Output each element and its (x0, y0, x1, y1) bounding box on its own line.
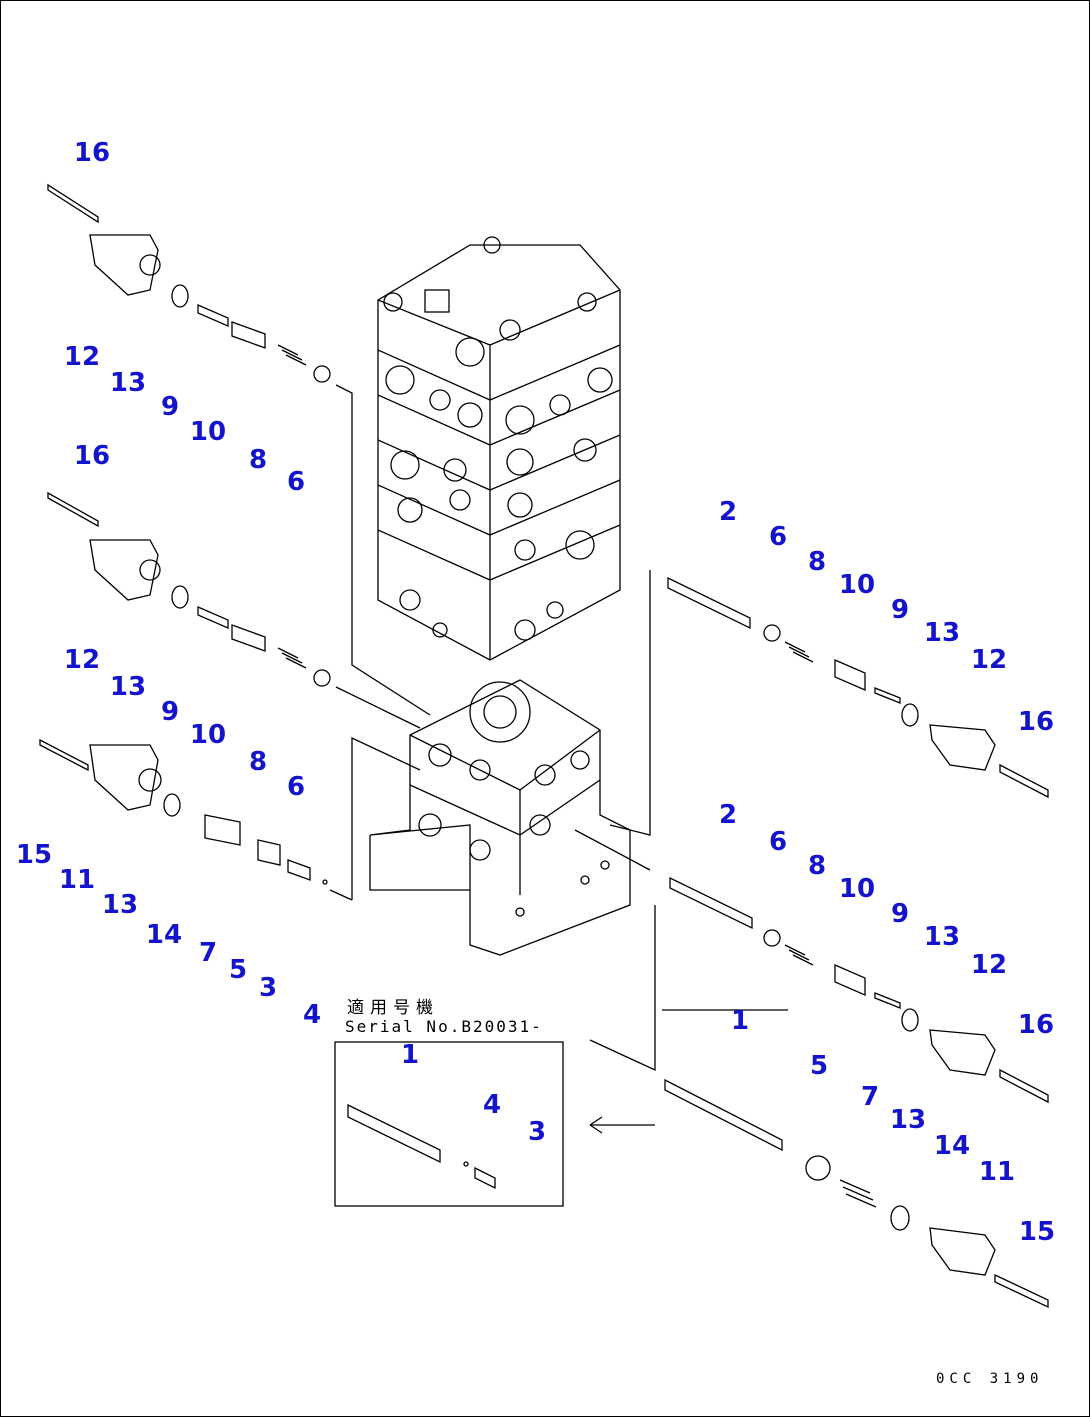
callout-c13-f: 13 (889, 1105, 927, 1135)
serial-inset-title: 適用号機 (347, 998, 439, 1018)
callout-c11-a: 11 (58, 865, 96, 895)
callout-c13-b: 13 (109, 672, 147, 702)
callout-c12-a: 12 (63, 342, 101, 372)
callout-c7-b: 7 (860, 1082, 880, 1112)
callout-c9-c: 9 (890, 595, 910, 625)
callout-c10-c: 10 (838, 570, 876, 600)
callout-c15-a: 15 (15, 840, 53, 870)
callout-c8-b: 8 (248, 747, 268, 777)
callout-c1-a: 1 (730, 1006, 750, 1036)
callout-c13-a: 13 (109, 368, 147, 398)
callout-c16-a: 16 (73, 138, 111, 168)
callout-c5-a: 5 (228, 955, 248, 985)
connection-lines (329, 384, 788, 1134)
callout-c10-d: 10 (838, 874, 876, 904)
right-upper-parts (667, 576, 1049, 799)
callout-c10-a: 10 (189, 417, 227, 447)
control-valve-lower-block (369, 679, 631, 956)
left-lower-parts (39, 738, 328, 885)
right-lower-parts (664, 1078, 1049, 1309)
callout-c16-b: 16 (73, 441, 111, 471)
callout-c6-b: 6 (286, 772, 306, 802)
callout-c8-a: 8 (248, 445, 268, 475)
callout-c6-a: 6 (286, 467, 306, 497)
callout-c6-d: 6 (768, 827, 788, 857)
callout-c7-a: 7 (198, 938, 218, 968)
control-valve-upper-block (377, 236, 621, 661)
callout-c1-b: 1 (400, 1040, 420, 1070)
drawing-code-label: 0CC 3190 (936, 1371, 1044, 1387)
callout-c2-a: 2 (718, 497, 738, 527)
callout-c5-b: 5 (809, 1051, 829, 1081)
callout-c13-e: 13 (923, 922, 961, 952)
callout-c12-b: 12 (63, 645, 101, 675)
callout-c9-a: 9 (160, 392, 180, 422)
callout-c9-b: 9 (160, 697, 180, 727)
serial-inset-box (334, 1041, 564, 1207)
callout-c14-b: 14 (933, 1131, 971, 1161)
callout-c2-b: 2 (718, 800, 738, 830)
callout-c8-c: 8 (807, 547, 827, 577)
callout-c8-d: 8 (807, 851, 827, 881)
left-middle-parts (47, 491, 331, 687)
callout-c4-b: 4 (482, 1090, 502, 1120)
callout-c6-c: 6 (768, 522, 788, 552)
callout-c3-b: 3 (527, 1117, 547, 1147)
callout-c13-d: 13 (923, 618, 961, 648)
callout-c11-b: 11 (978, 1157, 1016, 1187)
callout-c16-c: 16 (1017, 707, 1055, 737)
callout-c9-d: 9 (890, 899, 910, 929)
callout-c10-b: 10 (189, 720, 227, 750)
callout-c14-a: 14 (145, 920, 183, 950)
callout-c4-a: 4 (302, 1000, 322, 1030)
right-middle-parts (669, 876, 1049, 1104)
callout-c15-b: 15 (1018, 1217, 1056, 1247)
callout-c13-c: 13 (101, 890, 139, 920)
callout-c12-d: 12 (970, 950, 1008, 980)
callout-c12-c: 12 (970, 645, 1008, 675)
callout-c16-d: 16 (1017, 1010, 1055, 1040)
callout-c3-a: 3 (258, 973, 278, 1003)
serial-number-label: Serial No.B20031- (345, 1017, 543, 1036)
left-upper-parts (47, 183, 331, 383)
